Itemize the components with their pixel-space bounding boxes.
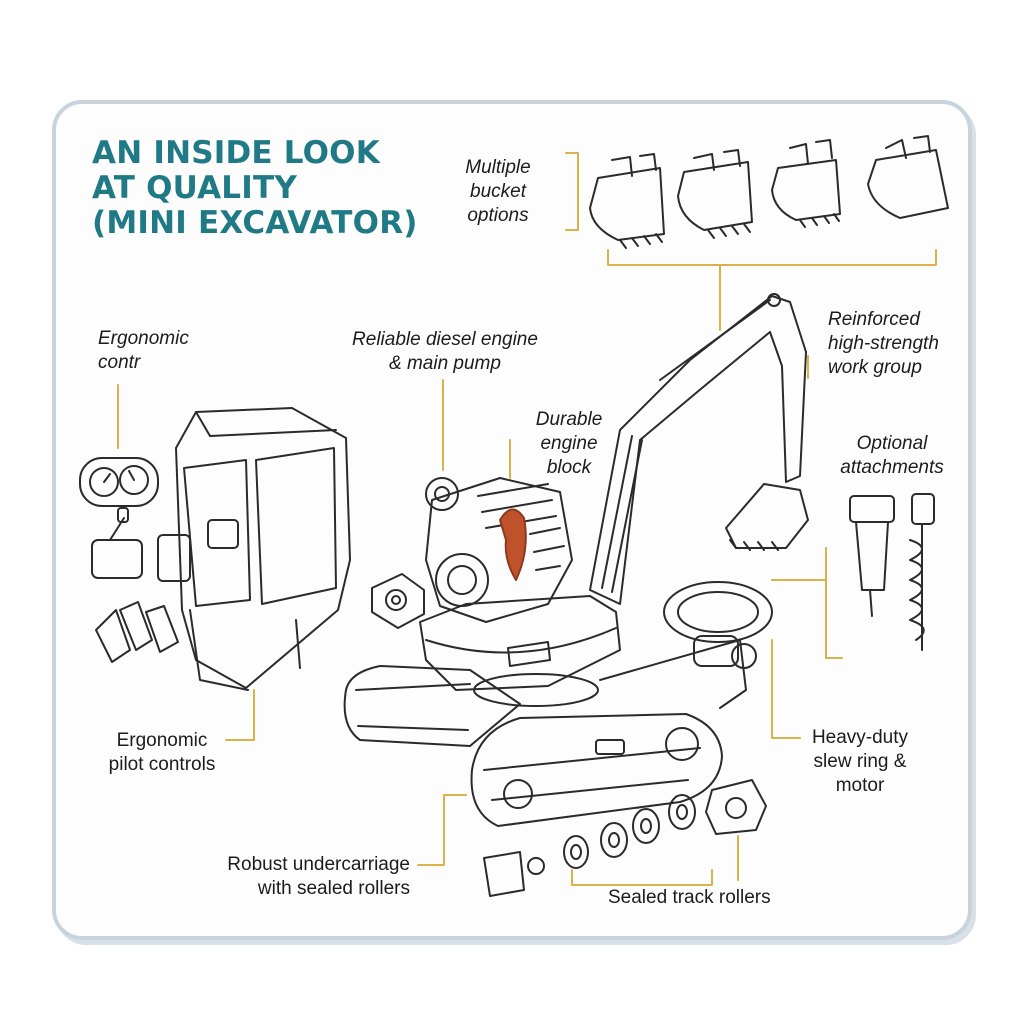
auger-attachment [909,493,935,651]
foot-pedals [95,601,179,663]
undercarriage [343,639,747,827]
label-attachments: Optional attachments [840,433,944,478]
slew-ring-motor [663,581,773,669]
dashboard-gauge [79,457,159,507]
page-title: AN INSIDE LOOK AT QUALITY (MINI EXCAVATO… [92,136,418,241]
bucket-1 [589,153,665,249]
title-line-1: AN INSIDE LOOK [92,135,380,171]
diesel-engine [425,477,573,623]
joystick [91,507,191,582]
boom-arm [589,293,809,605]
bucket-3 [771,139,841,228]
bucket-4 [867,135,949,219]
label-track-rollers: Sealed track rollers [608,887,771,908]
title-line-2: AT QUALITY [92,170,297,206]
label-bucket-options: Multiple bucket options [465,157,531,226]
label-work-group: Reinforced high-strength work group [828,309,939,378]
label-engine-pump: Reliable diesel engine & main pump [352,329,538,374]
operator-cab [175,407,351,691]
bucket-icons [589,135,949,249]
leader-lines [117,152,937,886]
upper-body [419,595,621,707]
breaker-attachment [849,495,895,617]
track-roller-parts [483,779,767,897]
hydraulic-pump [371,573,425,629]
bucket-2 [677,149,753,239]
label-undercarriage: Robust undercarriage with sealed rollers [227,854,410,899]
label-ergonomic-controls: Ergonomic contr [98,328,189,373]
label-slew-ring: Heavy-duty slew ring & motor [811,727,909,796]
label-engine-block: Durable engine block [535,409,603,478]
title-line-3: (MINI EXCAVATOR) [92,205,418,241]
label-pilot-controls: Ergonomic pilot controls [108,730,216,775]
